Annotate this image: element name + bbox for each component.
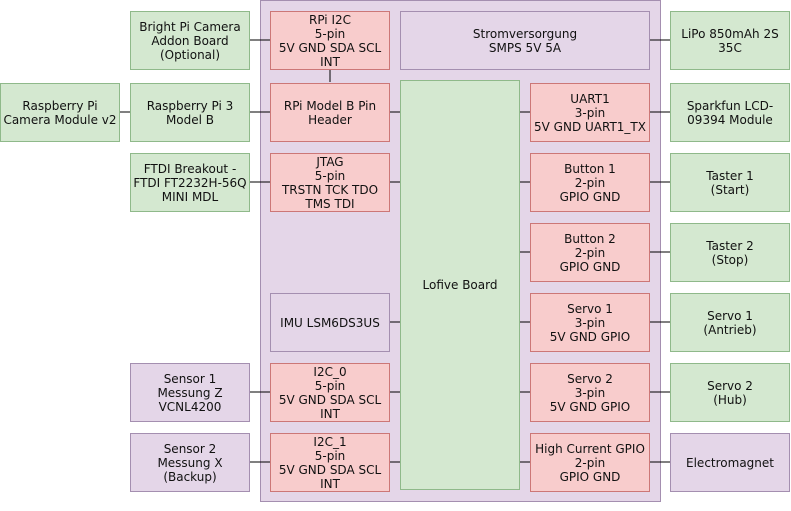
lipo-battery-box: LiPo 850mAh 2S 35C — [670, 11, 790, 70]
taster2-box: Taster 2 (Stop) — [670, 223, 790, 282]
jtag-connector: JTAG 5-pin TRSTN TCK TDO TMS TDI — [270, 153, 390, 212]
i2c1-connector: I2C_1 5-pin 5V GND SDA SCL INT — [270, 433, 390, 492]
electromagnet-box: Electromagnet — [670, 433, 790, 492]
sensor2-box: Sensor 2 Messung X (Backup) — [130, 433, 250, 492]
lofive-board-box: Lofive Board — [400, 80, 520, 490]
ftdi-breakout-box: FTDI Breakout - FTDI FT2232H-56Q MINI MD… — [130, 153, 250, 212]
servo1-box: Servo 1 (Antrieb) — [670, 293, 790, 352]
bright-pi-addon-box: Bright Pi Camera Addon Board (Optional) — [130, 11, 250, 70]
servo2-box: Servo 2 (Hub) — [670, 363, 790, 422]
imu-box: IMU LSM6DS3US — [270, 293, 390, 352]
sensor1-box: Sensor 1 Messung Z VCNL4200 — [130, 363, 250, 422]
uart1-connector: UART1 3-pin 5V GND UART1_TX — [530, 83, 650, 142]
i2c0-connector: I2C_0 5-pin 5V GND SDA SCL INT — [270, 363, 390, 422]
lcd-module-box: Sparkfun LCD- 09394 Module — [670, 83, 790, 142]
rpi3-box: Raspberry Pi 3 Model B — [130, 83, 250, 142]
taster1-box: Taster 1 (Start) — [670, 153, 790, 212]
high-current-gpio-connector: High Current GPIO 2-pin GPIO GND — [530, 433, 650, 492]
servo2-connector: Servo 2 3-pin 5V GND GPIO — [530, 363, 650, 422]
power-supply-box: Stromversorgung SMPS 5V 5A — [400, 11, 650, 70]
servo1-connector: Servo 1 3-pin 5V GND GPIO — [530, 293, 650, 352]
button2-connector: Button 2 2-pin GPIO GND — [530, 223, 650, 282]
rpi-header-connector: RPi Model B Pin Header — [270, 83, 390, 142]
button1-connector: Button 1 2-pin GPIO GND — [530, 153, 650, 212]
rpi-camera-box: Raspberry Pi Camera Module v2 — [0, 83, 120, 142]
rpi-i2c-connector: RPi I2C 5-pin 5V GND SDA SCL INT — [270, 11, 390, 70]
